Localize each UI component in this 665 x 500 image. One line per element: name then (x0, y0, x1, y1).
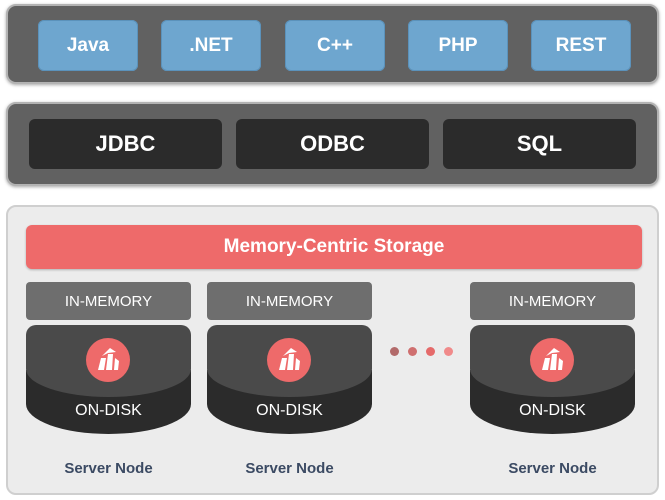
on-disk-label: ON-DISK (519, 402, 586, 419)
memory-centric-storage-banner: Memory-Centric Storage (26, 225, 642, 269)
php-button[interactable]: PHP (408, 20, 508, 71)
sql-button[interactable]: SQL (443, 119, 636, 169)
rest-button[interactable]: REST (531, 20, 631, 71)
ignite-flame-logo-icon (267, 338, 311, 382)
server-node-caption: Server Node (64, 460, 153, 477)
on-disk-label: ON-DISK (256, 402, 323, 419)
client-languages-panel: Java .NET C++ PHP REST (6, 4, 659, 84)
ellipsis-dot (444, 347, 453, 356)
drivers-panel: JDBC ODBC SQL (6, 102, 659, 186)
server-node-caption: Server Node (245, 460, 334, 477)
ellipsis-dot (426, 347, 435, 356)
ellipsis-dot (390, 347, 399, 356)
odbc-button[interactable]: ODBC (236, 119, 429, 169)
ellipsis-dot (408, 347, 417, 356)
server-node-1: IN-MEMORY ON-DISK Server Node (26, 282, 191, 487)
jdbc-button[interactable]: JDBC (29, 119, 222, 169)
ignite-flame-logo-icon (530, 338, 574, 382)
server-node-caption: Server Node (508, 460, 597, 477)
node-body (470, 325, 635, 397)
node-body (26, 325, 191, 397)
java-button[interactable]: Java (38, 20, 138, 71)
in-memory-box: IN-MEMORY (207, 282, 372, 320)
server-node-2: IN-MEMORY ON-DISK Server Node (207, 282, 372, 487)
ignite-flame-logo-icon (86, 338, 130, 382)
in-memory-box: IN-MEMORY (26, 282, 191, 320)
in-memory-box: IN-MEMORY (470, 282, 635, 320)
dotnet-button[interactable]: .NET (161, 20, 261, 71)
storage-panel: Memory-Centric Storage IN-MEMORY ON-DISK… (6, 205, 659, 495)
on-disk-label: ON-DISK (75, 402, 142, 419)
server-node-3: IN-MEMORY ON-DISK Server Node (470, 282, 635, 487)
cpp-button[interactable]: C++ (285, 20, 385, 71)
node-body (207, 325, 372, 397)
